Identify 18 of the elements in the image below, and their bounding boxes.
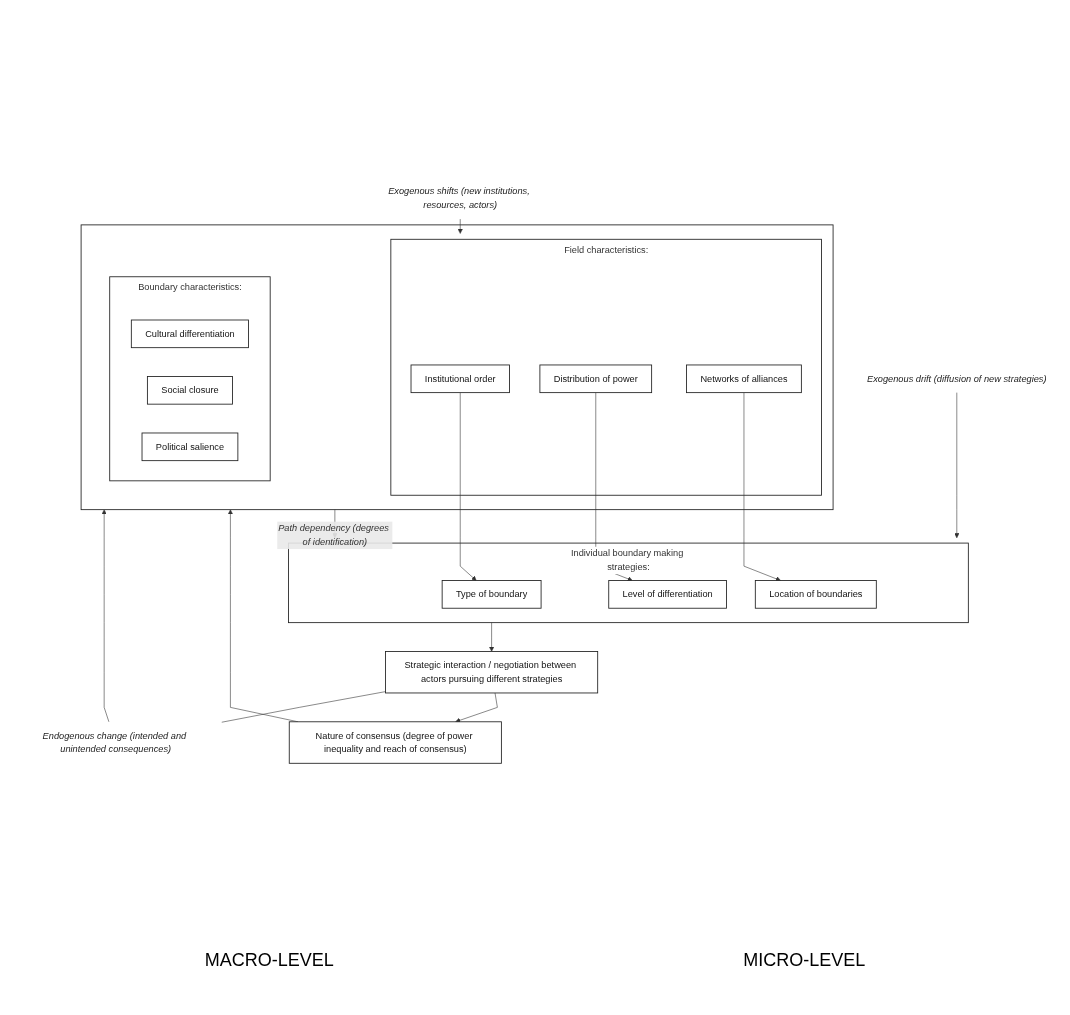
- node-box: Political salience: [141, 432, 239, 461]
- node-text: Exogenous shifts (new institutions, resources, actors): [388, 185, 530, 210]
- node-box: Strategic interaction / negotiation between actors pursuing different strategies: [385, 650, 599, 693]
- node-box: Distribution of power: [539, 364, 653, 393]
- node-box: Type of boundary: [441, 579, 542, 609]
- cluster: [80, 224, 834, 510]
- node-box: Location of boundaries: [754, 579, 877, 609]
- node-text: Exogenous drift (diffusion of new strategies): [867, 373, 1047, 383]
- node-box: Networks of alliances: [686, 364, 802, 393]
- level-label: MACRO-LEVEL: [204, 950, 334, 971]
- node-box: Nature of consensus (degree of power inequality and reach of consensus): [288, 720, 502, 764]
- connector: [221, 690, 386, 723]
- node-box: Level of differentiation: [608, 579, 727, 609]
- node-box: Institutional order: [410, 364, 510, 393]
- node-text: Endogenous change (intended and unintended consequences): [42, 729, 187, 754]
- node-box: Cultural differentiation: [130, 319, 249, 348]
- level-label: MICRO-LEVEL: [743, 950, 866, 971]
- node-box: Social closure: [146, 375, 233, 405]
